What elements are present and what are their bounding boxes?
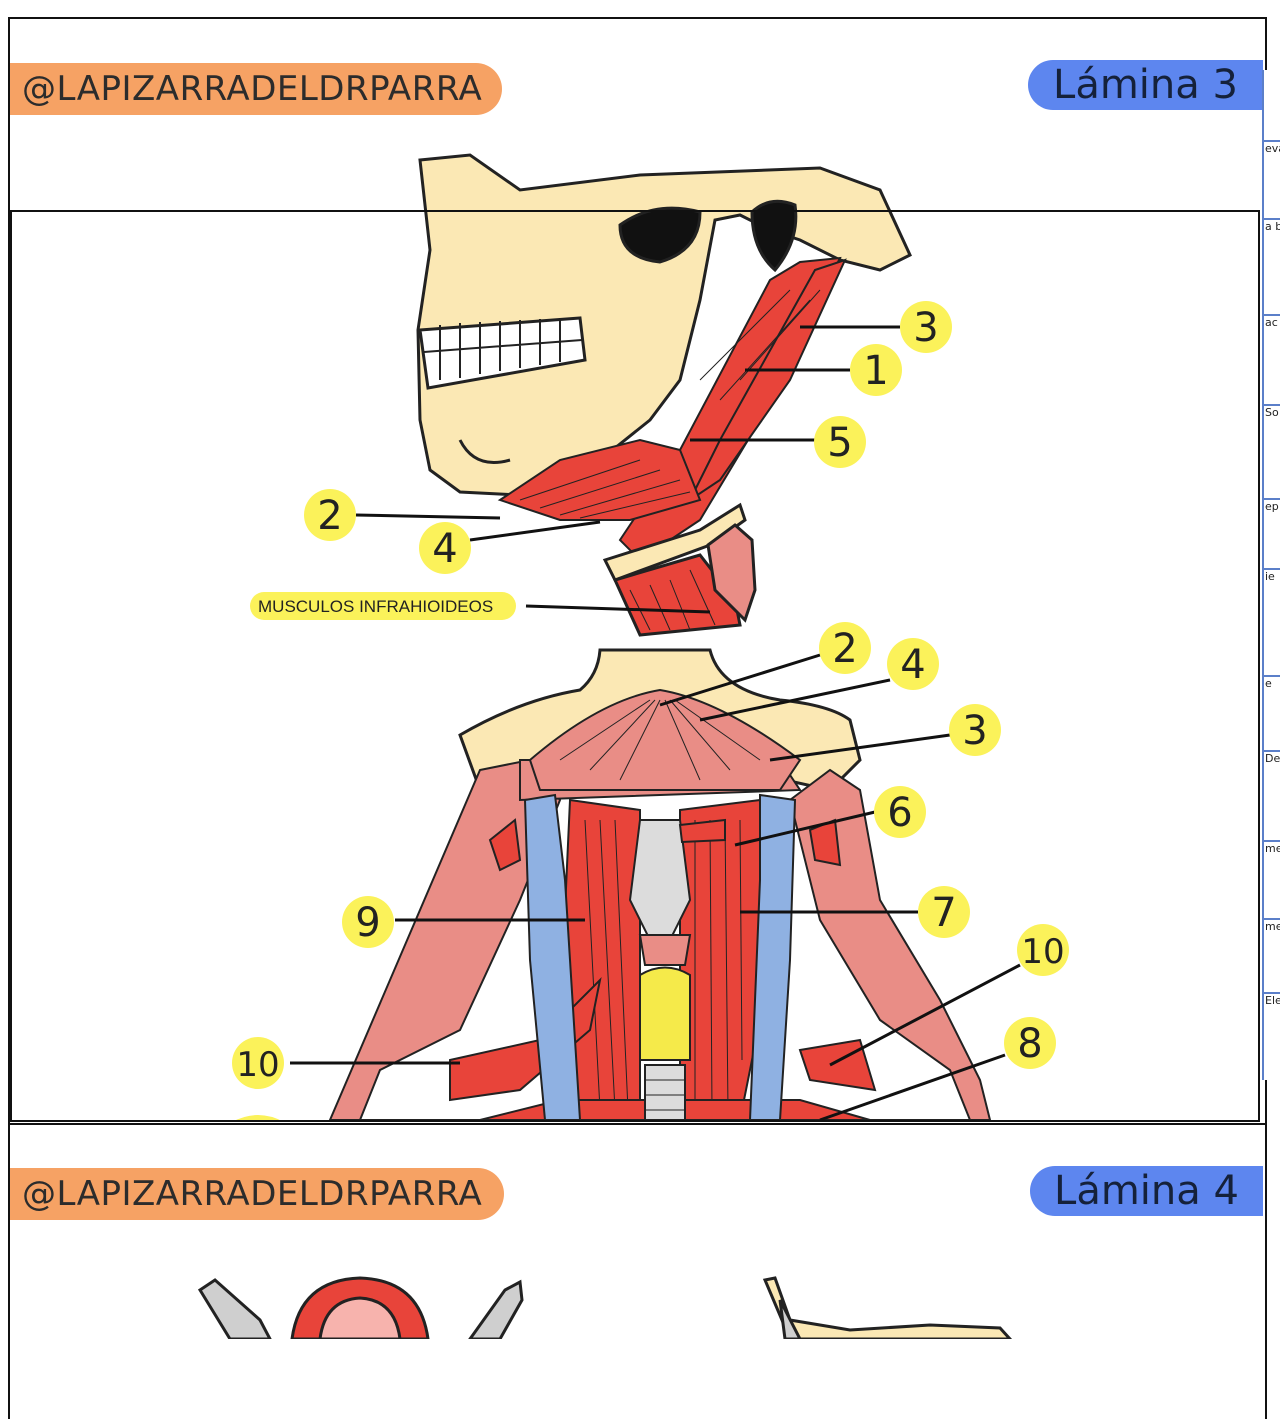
label-badge-7 <box>918 886 970 938</box>
infrahyoid-tag: MUSCULOS INFRAHIOIDEOS <box>258 597 493 616</box>
label-9: 9 <box>355 900 380 946</box>
label-badge-6 <box>874 786 926 838</box>
label-2-upper: 2 <box>317 493 342 539</box>
label-badge-2-upper <box>304 489 356 541</box>
brand-handle-sheet3: @LAPIZARRADELDRPARRA <box>10 63 502 115</box>
label-3-upper: 3 <box>913 305 938 351</box>
label-badge-10-left <box>232 1037 284 1089</box>
label-10-right: 10 <box>1021 932 1064 972</box>
label-4-lower: 4 <box>900 642 925 688</box>
infrahyoid-tag-bg <box>250 592 516 620</box>
side-table-cell: ie <box>1264 568 1280 583</box>
jugular-veins <box>523 793 797 1121</box>
label-badge-3-upper <box>900 301 952 353</box>
label-numbers: 3 1 5 2 4 2 4 3 6 9 7 10 8 10 MUSCULOS I… <box>236 305 1064 1085</box>
larynx-thyroid <box>628 818 726 1121</box>
side-table-cell: e <box>1264 675 1280 690</box>
side-table-cell: So <box>1264 404 1280 419</box>
label-badge-3-lower <box>949 704 1001 756</box>
label-badge-8 <box>1004 1017 1056 1069</box>
label-5: 5 <box>827 420 852 466</box>
label-4-upper: 4 <box>432 526 457 572</box>
leader-lines <box>290 325 1021 1122</box>
lamina-number-sheet4: Lámina 4 <box>1030 1166 1263 1216</box>
label-7: 7 <box>931 890 956 936</box>
label-3-lower: 3 <box>962 708 987 754</box>
side-table-cell: eva <box>1264 140 1280 155</box>
side-table-cell: Ele <box>1264 992 1280 1007</box>
label-badge-4-lower <box>887 638 939 690</box>
side-table-cell: me <box>1264 918 1280 933</box>
label-8: 8 <box>1017 1021 1042 1067</box>
label-badges <box>232 301 1069 1122</box>
label-2-lower: 2 <box>832 626 857 672</box>
side-table-cell: ac <box>1264 314 1280 329</box>
side-table-cell: ep <box>1264 498 1280 513</box>
label-badge-5 <box>814 416 866 468</box>
label-badge-9 <box>342 896 394 948</box>
hyoid-infrahyoid <box>602 502 757 637</box>
label-1: 1 <box>863 348 888 394</box>
side-table-cell: De <box>1264 750 1280 765</box>
label-badge-10-right <box>1017 924 1069 976</box>
label-badge-1 <box>850 344 902 396</box>
sheet-divider <box>8 1123 1265 1125</box>
lamina-number-sheet3: Lámina 3 <box>1028 60 1263 110</box>
neck-muscles-illustration: 3 1 5 2 4 2 4 3 6 9 7 10 8 10 MUSCULOS I… <box>197 153 1069 1339</box>
label-badge-4-upper <box>419 522 471 574</box>
skull <box>416 153 912 497</box>
label-10-left: 10 <box>236 1045 279 1085</box>
side-table-cell: a b <box>1264 218 1280 233</box>
side-table-cell: me <box>1264 840 1280 855</box>
label-6: 6 <box>887 790 912 836</box>
sheet4-illustration-partial <box>197 1276 1013 1339</box>
label-badge-2-lower <box>819 622 871 674</box>
brand-handle-sheet4: @LAPIZARRADELDRPARRA <box>10 1168 504 1220</box>
clipped-side-table: eva a b ac So ep ie e De me me Ele <box>1262 70 1280 1080</box>
